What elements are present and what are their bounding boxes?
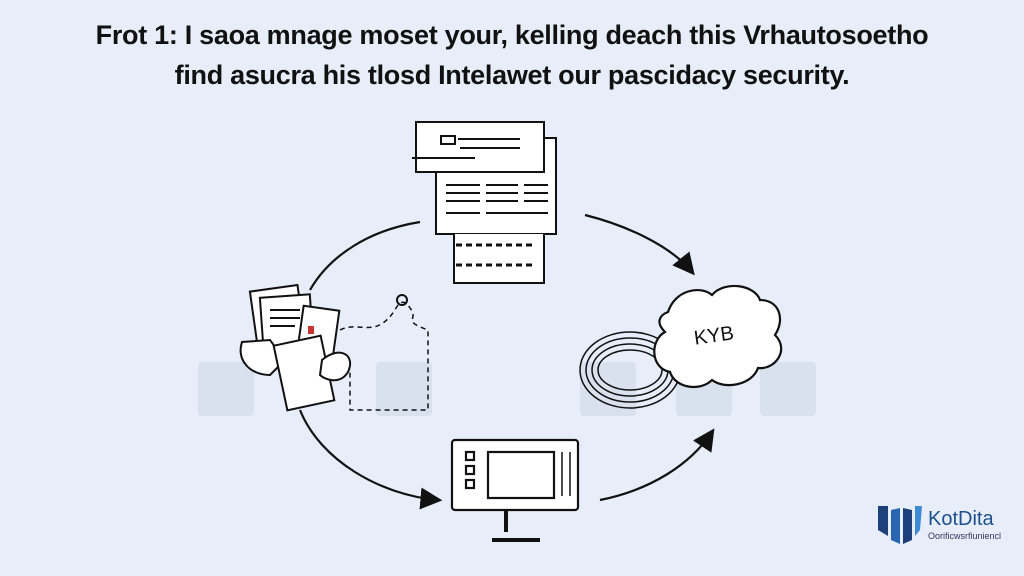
logo-shield-icon bbox=[878, 506, 922, 544]
logo-tagline: Oorificwsrfiuniencl bbox=[928, 530, 1002, 541]
document-form-icon bbox=[412, 121, 557, 284]
hands-with-papers-icon bbox=[239, 283, 351, 412]
logo: KotDita Oorificwsrfiuniencl bbox=[876, 502, 1001, 546]
kyb-cloud-icon bbox=[579, 284, 783, 409]
title-line-2: find asucra his tlosd Intelawet our pasc… bbox=[174, 60, 850, 90]
arrow-left-to-monitor bbox=[298, 409, 443, 510]
logo-brand: KotDita bbox=[928, 507, 994, 530]
title-line-1: Frot 1: I saoa mnage moset your, kelling… bbox=[95, 20, 929, 50]
monitor-icon bbox=[450, 438, 580, 542]
arrow-top-to-cloud bbox=[584, 213, 695, 276]
arrow-monitor-to-cloud bbox=[599, 428, 715, 502]
watermark-tiles bbox=[198, 362, 816, 416]
arrow-left-to-top bbox=[309, 220, 421, 291]
dashed-connector bbox=[339, 301, 429, 411]
pin-icon bbox=[396, 294, 408, 306]
cycle-arrows bbox=[298, 213, 715, 510]
